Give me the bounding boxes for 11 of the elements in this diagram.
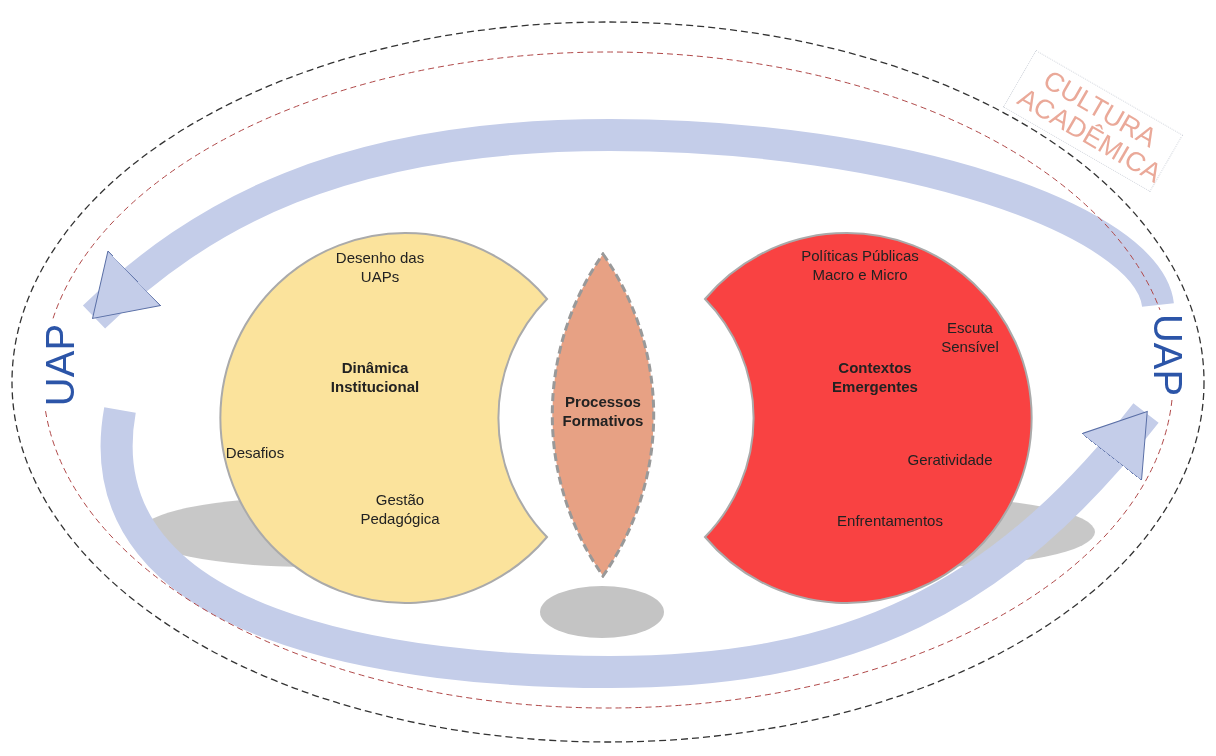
node-item: Políticas Públicas Macro e Micro: [800, 246, 920, 284]
node-title: Processos Formativos: [561, 392, 645, 430]
node-item: Enfrentamentos: [836, 511, 944, 530]
node-title: Dinâmica Institucional: [329, 358, 421, 396]
node-item: Desenho das UAPs: [334, 248, 426, 286]
node-item: Geratividade: [906, 450, 994, 469]
node-item: Gestão Pedagógica: [359, 490, 441, 528]
node-item: Desafios: [224, 443, 286, 462]
curved-arrow: [101, 402, 1159, 688]
node-item: Escuta Sensível: [940, 318, 1000, 356]
node-title: Contextos Emergentes: [831, 358, 919, 396]
